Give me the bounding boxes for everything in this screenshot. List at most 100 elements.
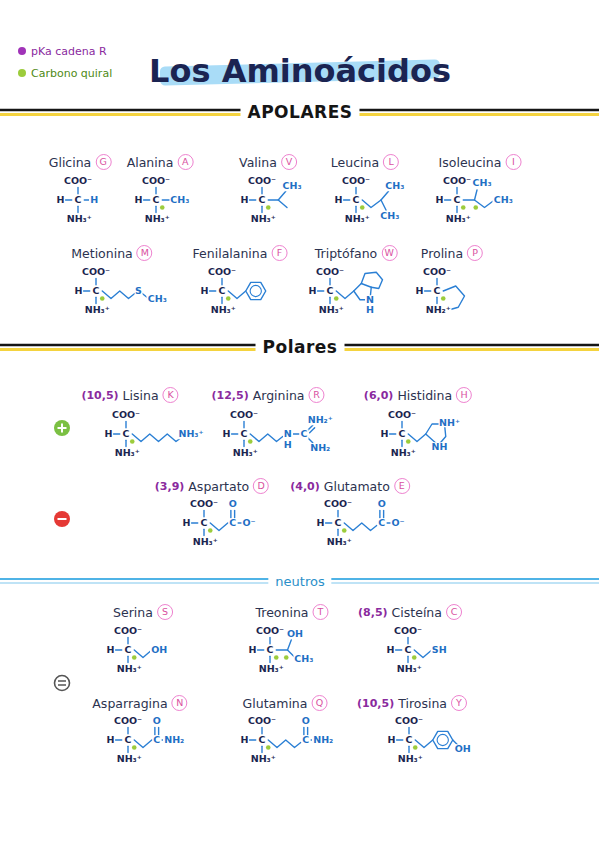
letter-circle: I: [505, 154, 521, 170]
sidechain-label: N: [283, 429, 293, 439]
bond-line: [337, 529, 338, 535]
bond-line: [66, 199, 72, 200]
backbone-label: C: [352, 195, 361, 205]
letter-circle: Y: [451, 695, 467, 711]
bond-line: [456, 206, 457, 212]
molecule-structure: [192, 511, 243, 536]
backbone-label: NH₃⁺: [66, 214, 93, 224]
section-heading: APOLARES: [240, 103, 359, 122]
backbone-label: COO⁻: [247, 717, 277, 727]
sidechain-label: C: [152, 735, 161, 745]
backbone-label: C: [152, 195, 161, 205]
backbone-label: NH₂⁺: [425, 305, 452, 315]
backbone-label: H: [380, 429, 390, 439]
sidechain-label: O: [228, 500, 238, 510]
bond-line: [77, 206, 78, 212]
amino-acid-name: (12,5)ArgininaR: [211, 387, 324, 403]
amino-acid-label: Cisteína: [392, 605, 442, 620]
neutral-icon: [55, 676, 70, 691]
bond-line: [293, 433, 299, 434]
pka-value: (4,0): [290, 480, 320, 493]
pka-value: (10,5): [81, 389, 118, 402]
molecule-structure: [144, 188, 172, 213]
backbone-label: H: [334, 195, 344, 205]
sidechain-label: NH₂: [312, 735, 334, 745]
bond-line: [144, 199, 150, 200]
bond-line: [310, 428, 315, 433]
sidechain-label: O⁻: [390, 518, 405, 528]
bond-line: [344, 523, 377, 531]
amino-acid-label: Fenilalanina: [193, 246, 268, 261]
bond-line: [154, 728, 155, 736]
bond-line: [261, 728, 262, 734]
backbone-label: NH₃⁺: [250, 754, 277, 764]
backbone-label: COO⁻: [255, 627, 285, 637]
legend: pKa cadena RCarbono quiral: [18, 40, 112, 84]
chiral-dot: [473, 205, 478, 210]
amino-acid-name: (10,5)TirosinaY: [357, 695, 467, 711]
chiral-dot: [226, 296, 231, 301]
backbone-label: C: [258, 195, 267, 205]
sidechain-label: CH₃: [169, 195, 190, 205]
sidechain-label: NH⁺: [438, 418, 461, 428]
chiral-dot: [413, 745, 418, 750]
amino-acid-name: (4,0)GlutamatoE: [290, 478, 410, 494]
bond-line: [408, 434, 426, 442]
chiral-dot: [461, 205, 466, 210]
amino-acid-name: (3,9)AspartatoD: [155, 478, 269, 494]
chiral-dot: [360, 205, 365, 210]
positive-icon: [54, 420, 70, 436]
amino-acid-label: Histidina: [397, 388, 452, 403]
sidechain-label: CH₃: [147, 294, 168, 304]
amino-acid-name: FenilalaninaF: [193, 245, 288, 261]
bond-line: [192, 522, 198, 523]
backbone-label: NH₃⁺: [318, 305, 345, 315]
bond-line: [397, 739, 403, 740]
page-title: Los Aminoácidos: [149, 55, 451, 87]
letter-circle: H: [456, 387, 472, 403]
bond-line: [95, 297, 96, 303]
bond-line: [361, 272, 382, 288]
backbone-label: COO⁻: [442, 177, 472, 187]
molecule-structure: [232, 422, 315, 447]
chiral-dot: [132, 655, 137, 660]
chiral-dot: [274, 655, 279, 660]
pka-value: (3,9): [155, 480, 185, 493]
sidechain-label: NH: [431, 442, 449, 452]
backbone-label: H: [200, 286, 210, 296]
bond-line: [396, 649, 402, 650]
backbone-label: C: [92, 286, 101, 296]
bond-line: [261, 206, 262, 212]
bond-line: [77, 188, 78, 194]
amino-acid-name: GlutaminaQ: [243, 695, 328, 711]
molecule-structure: [344, 188, 389, 213]
backbone-label: H: [182, 518, 192, 528]
bond-line: [362, 191, 388, 207]
letter-circle: W: [381, 245, 397, 261]
bond-line: [158, 728, 159, 736]
bond-line: [250, 739, 256, 740]
backbone-label: C: [122, 429, 131, 439]
amino-acid-name: TreoninaT: [256, 604, 329, 620]
molecule-structure: [397, 728, 458, 753]
bond-line: [445, 199, 451, 200]
amino-acid-name: (8,5)CisteínaC: [358, 604, 462, 620]
backbone-label: H: [240, 195, 250, 205]
backbone-label: H: [222, 429, 232, 439]
bond-line: [134, 740, 152, 748]
backbone-label: NH₃⁺: [390, 448, 417, 458]
bond-line: [390, 433, 396, 434]
letter-circle: R: [309, 387, 325, 403]
letter-circle: G: [95, 154, 111, 170]
chiral-dot: [412, 655, 417, 660]
molecule-structure: [116, 638, 152, 663]
letter-circle: V: [281, 154, 297, 170]
bond-line: [269, 638, 270, 644]
amino-acid-name: GlicinaG: [49, 154, 112, 170]
bond-line: [228, 291, 246, 299]
bond-line: [436, 279, 437, 285]
bond-line: [308, 438, 313, 443]
bond-line: [127, 728, 128, 734]
aromatic-circle: [250, 285, 261, 296]
bond-line: [102, 291, 135, 299]
